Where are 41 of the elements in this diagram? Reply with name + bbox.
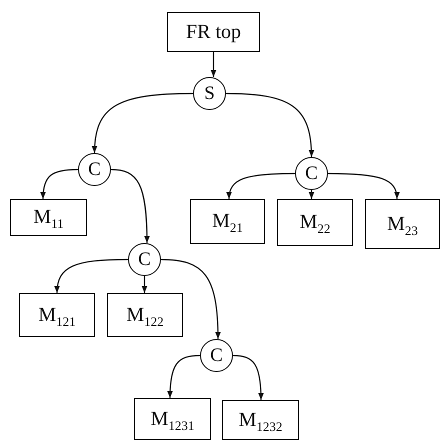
node-label: M$_{21}$: [212, 210, 243, 233]
node-label: FR top: [186, 20, 242, 44]
arrow: [210, 52, 216, 77]
node-circle: [128, 243, 161, 276]
arrow: [226, 92, 314, 158]
module-box: [10, 199, 87, 236]
node-label: C: [138, 248, 151, 270]
node-label: M$_{121}$: [38, 304, 76, 326]
module-box: [167, 12, 260, 52]
arrow: [160, 258, 221, 340]
node-circle: [78, 153, 111, 186]
module-box: [134, 398, 211, 440]
arrow: [110, 168, 150, 243]
node-label: M$_{1232}$: [238, 408, 282, 432]
node-label: S: [204, 82, 215, 104]
module-box: [222, 400, 299, 440]
node-circle: [200, 339, 233, 372]
arrow: [54, 258, 128, 294]
module-box: [107, 293, 183, 337]
node-label: C: [305, 162, 318, 184]
node-label: M$_{11}$: [33, 206, 64, 229]
arrow: [92, 92, 193, 154]
arrow: [226, 172, 295, 200]
node-label: M$_{22}$: [300, 211, 330, 234]
arrow: [308, 190, 314, 199]
node-label: M$_{1231}$: [150, 408, 194, 430]
arrow: [142, 276, 148, 293]
node-circle: [295, 157, 328, 190]
arrow: [328, 172, 400, 200]
node-label: M$_{23}$: [387, 212, 418, 236]
module-box: [190, 199, 265, 244]
arrow: [40, 168, 78, 200]
node-label: M$_{122}$: [126, 304, 164, 326]
module-box: [277, 199, 353, 246]
node-label: C: [88, 158, 101, 180]
module-box: [19, 293, 95, 337]
node-label: C: [210, 344, 223, 366]
node-circle: [193, 77, 226, 110]
arrow: [232, 354, 264, 400]
module-box: [365, 199, 440, 249]
arrow: [167, 354, 200, 398]
